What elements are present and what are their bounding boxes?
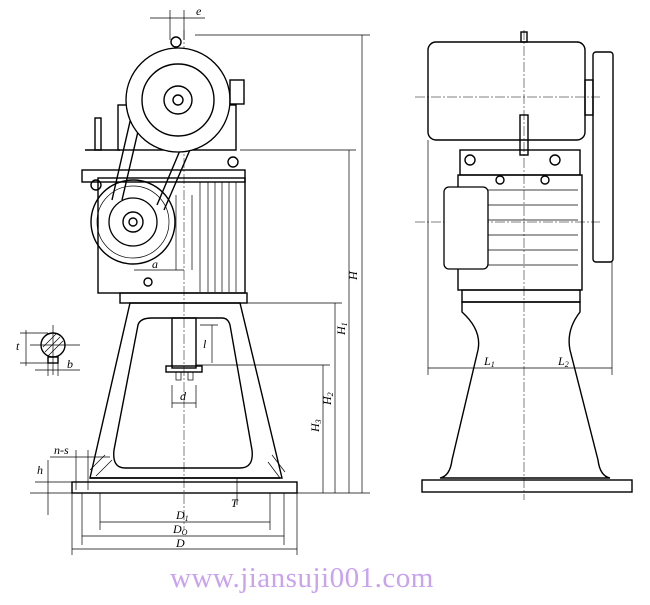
- label-D: D: [175, 536, 185, 550]
- label-H2: H2: [320, 392, 335, 406]
- side-motor: [427, 41, 586, 141]
- gearbox-body: [97, 177, 246, 294]
- side-view: L1 L2: [415, 30, 633, 500]
- label-D0: DO: [172, 522, 188, 537]
- label-n-s: n-s: [54, 443, 69, 457]
- label-a: a: [152, 257, 158, 271]
- keyway-section: [20, 325, 80, 376]
- front-view: e a t b l d n-s h T D1 DO D H H1 H2 H3: [16, 4, 370, 555]
- label-H3: H3: [308, 419, 323, 433]
- label-L1: L1: [483, 354, 495, 369]
- label-b: b: [67, 357, 73, 371]
- watermark: www.jiansuji001.com: [170, 562, 434, 594]
- label-l: l: [203, 337, 207, 351]
- side-pulley: [592, 51, 614, 263]
- side-base: [421, 479, 633, 493]
- label-D1: D1: [175, 508, 189, 523]
- label-T: T: [231, 496, 239, 510]
- label-H: H: [346, 270, 360, 281]
- label-d: d: [180, 389, 187, 403]
- label-t: t: [16, 339, 20, 353]
- pedestal: [89, 302, 283, 479]
- label-e: e: [196, 4, 202, 18]
- label-L2: L2: [557, 354, 569, 369]
- side-pedestal: [439, 301, 611, 479]
- platform: [119, 292, 248, 304]
- base-flange: [71, 481, 298, 494]
- side-box: [443, 186, 489, 270]
- label-h: h: [37, 463, 43, 477]
- label-H1: H1: [334, 322, 349, 336]
